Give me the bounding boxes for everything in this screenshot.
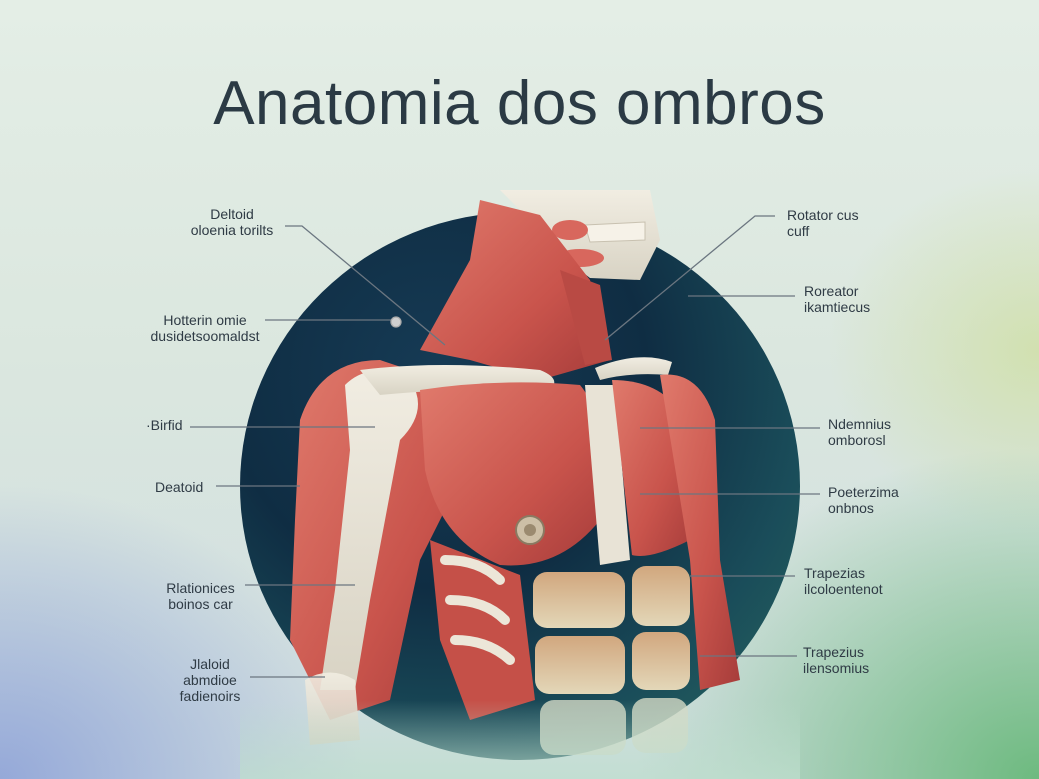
label-trapezias: Trapezias ilcoloentenot: [804, 565, 883, 597]
label-trapezius: Trapezius ilensomius: [803, 644, 870, 676]
label-jlaloid: Jlaloid abmdioe fadienoirs: [179, 656, 241, 704]
skull: [500, 190, 660, 280]
label-birfid: ·Birfid: [146, 417, 183, 433]
label-hotterin: Hotterin omie dusidetsoomaldst: [150, 312, 260, 344]
label-rotator-cuff: Rotator cus cuff: [787, 207, 859, 239]
label-deltoid-top: Deltoid oloenia torilts: [190, 206, 274, 238]
page-title: Anatomia dos ombros: [213, 69, 826, 138]
leader-lines: [190, 215, 820, 678]
label-roreator: Roreator ikamtiecus: [804, 283, 871, 315]
label-rlationices: Rlationices boinos car: [166, 580, 235, 612]
label-poeterzima: Poeterzima onbnos: [828, 484, 899, 516]
label-deatoid: Deatoid: [155, 479, 204, 495]
label-ndemnius: Ndemnius omborosl: [828, 416, 892, 448]
bottom-fade: [240, 700, 800, 779]
